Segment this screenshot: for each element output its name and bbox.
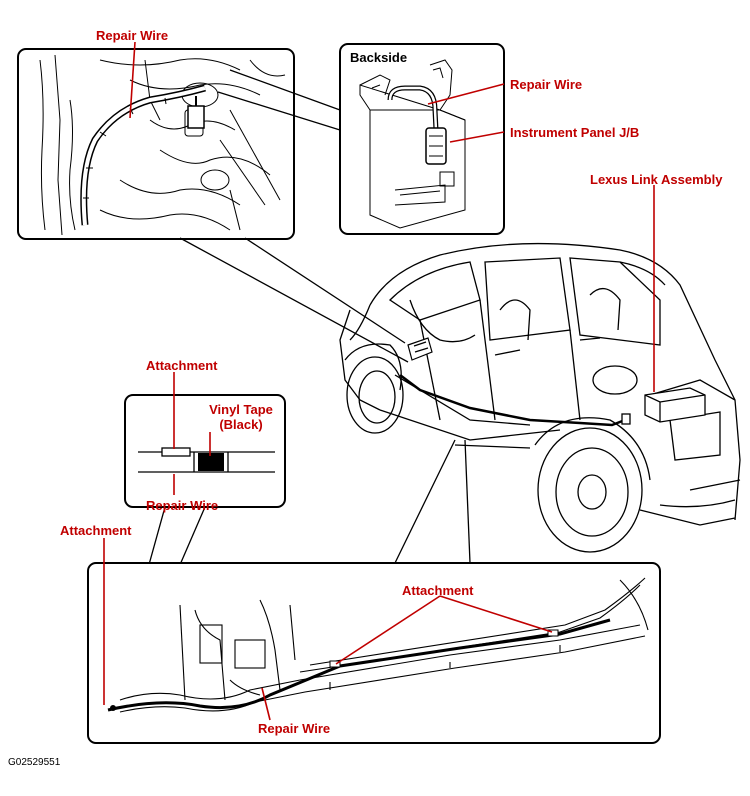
label-lexus-link-assembly: Lexus Link Assembly xyxy=(590,172,723,187)
car-wire-route xyxy=(399,374,626,427)
inset-under-dash xyxy=(17,48,295,240)
label-repair-wire-detail: Repair Wire xyxy=(146,498,219,513)
inset-tape-detail xyxy=(124,394,286,508)
car-link-assembly xyxy=(621,387,706,425)
label-repair-wire-bottom: Repair Wire xyxy=(258,721,331,736)
inset-door-sill xyxy=(87,562,661,744)
label-vinyl-tape: Vinyl Tape xyxy=(209,402,273,417)
label-attachment-left: Attachment xyxy=(60,523,132,538)
inset-backside xyxy=(339,43,505,235)
label-instrument-panel-jb: Instrument Panel J/B xyxy=(510,125,640,140)
car-junction-block xyxy=(407,337,433,361)
label-attachment-bottom: Attachment xyxy=(402,583,474,598)
vehicle-outline xyxy=(339,242,741,553)
label-vinyl-tape-color: (Black) xyxy=(219,417,263,432)
label-backside: Backside xyxy=(350,50,408,65)
label-repair-wire-top: Repair Wire xyxy=(96,28,169,43)
label-attachment-detail: Attachment xyxy=(146,358,218,373)
figure-id: G02529551 xyxy=(8,757,61,768)
callout-lines xyxy=(103,41,655,721)
label-repair-wire-backside: Repair Wire xyxy=(510,77,583,92)
